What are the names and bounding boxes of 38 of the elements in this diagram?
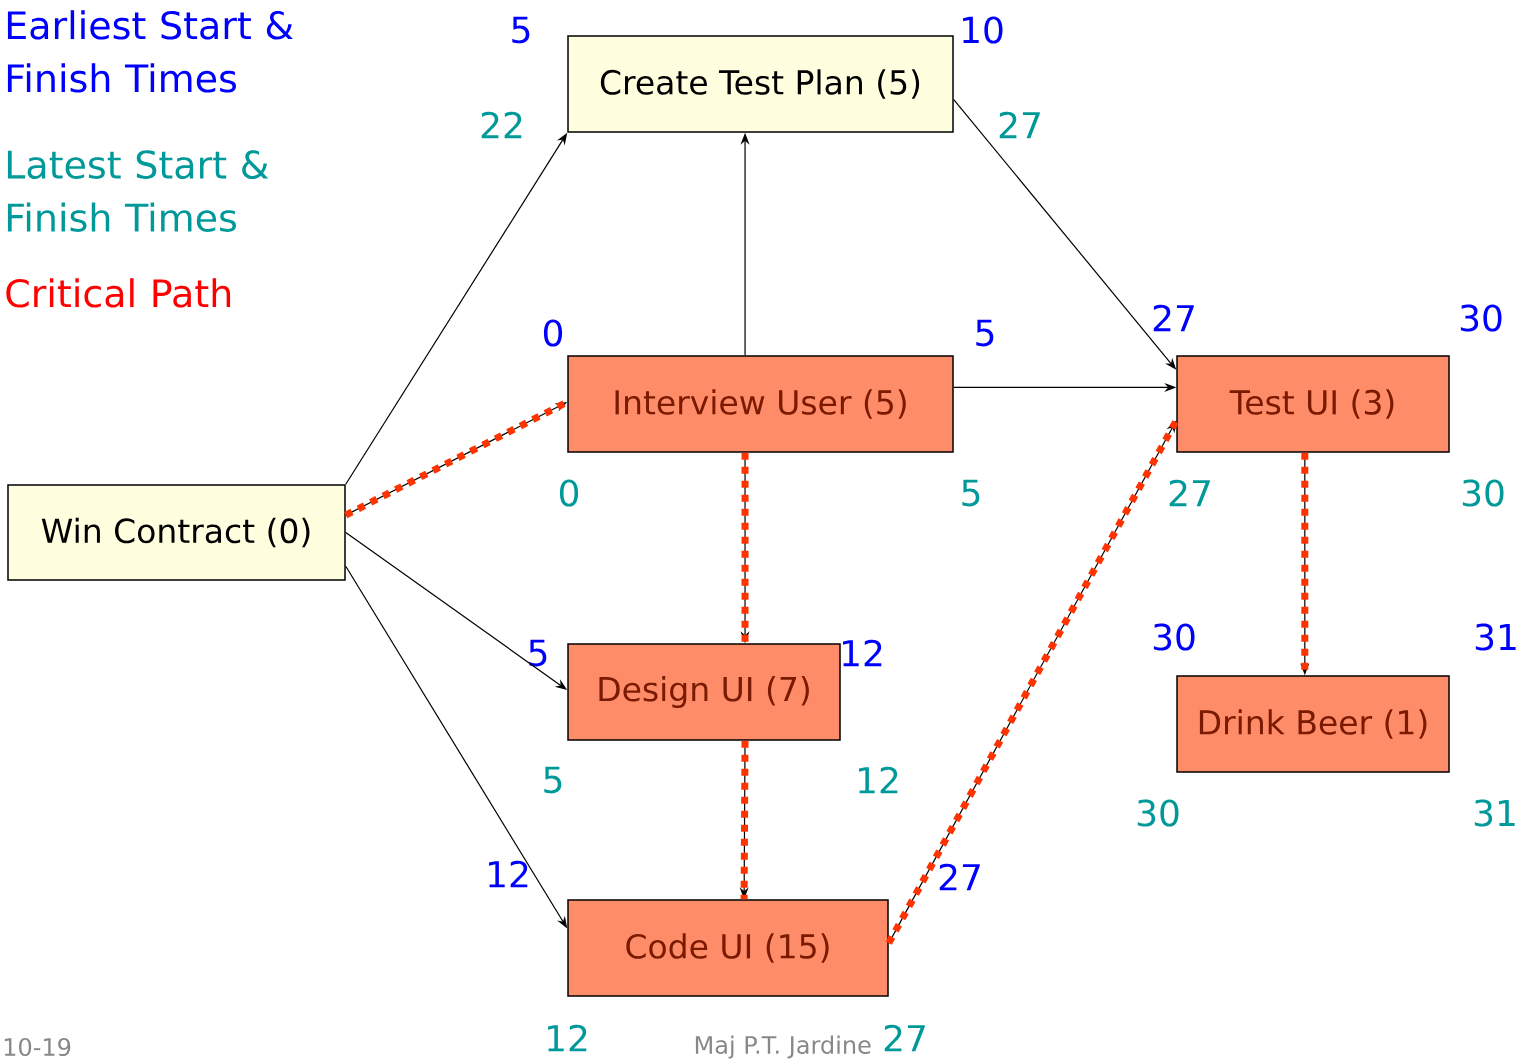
time-number: 12: [489, 860, 528, 888]
time-number: 12: [859, 766, 898, 794]
time-number: 5: [962, 479, 980, 507]
time-number: 12: [548, 1024, 587, 1052]
time-number: 5: [544, 766, 562, 794]
critical-path-arrow: [344, 398, 569, 519]
task-box: Win Contract (0): [7, 484, 346, 581]
footer-text: Maj P.T. Jardine: [695, 1035, 871, 1059]
time-number: 5: [976, 319, 994, 347]
task-box: Interview User (5): [567, 355, 954, 453]
time-number: 12: [843, 639, 882, 667]
time-number: 10: [963, 16, 1003, 44]
time-number: 30: [1137, 799, 1179, 827]
time-number: 5: [512, 16, 530, 44]
legend-text: Critical Path: [6, 278, 231, 308]
footer-text: 10-19: [4, 1037, 71, 1057]
time-number: 0: [543, 319, 563, 347]
legend-text: Earliest Start & Finish Times: [7, 10, 293, 93]
time-number: 27: [1153, 304, 1194, 332]
task-box: Create Test Plan (5): [567, 35, 954, 133]
task-box: Design UI (7): [567, 643, 841, 741]
time-number: 31: [1474, 799, 1515, 827]
time-number: 27: [1169, 479, 1210, 507]
time-number: 27: [884, 1024, 925, 1052]
time-number: 30: [1153, 623, 1195, 651]
time-number: 0: [559, 479, 579, 507]
time-number: 27: [939, 863, 980, 891]
time-number: 30: [1462, 479, 1504, 507]
time-number: 22: [481, 111, 522, 139]
task-box: Drink Beer (1): [1176, 675, 1450, 773]
legend-text: Latest Start & Finish Times: [7, 150, 269, 232]
time-number: 31: [1475, 623, 1516, 651]
time-number: 30: [1460, 304, 1502, 332]
time-number: 5: [529, 639, 547, 667]
time-number: 27: [999, 111, 1040, 139]
task-box: Code UI (15): [567, 899, 889, 997]
critical-path-arrow: [885, 418, 1180, 945]
task-box: Test UI (3): [1176, 355, 1450, 453]
